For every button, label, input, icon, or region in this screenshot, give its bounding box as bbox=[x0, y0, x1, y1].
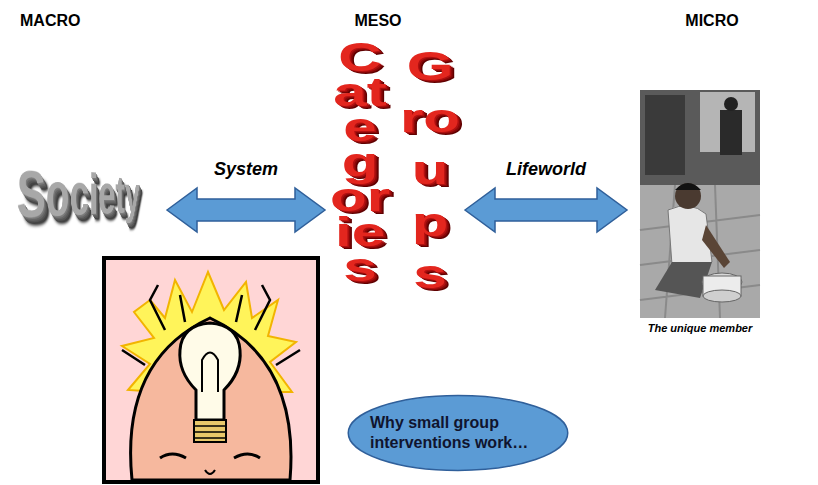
level-heading: MICRO bbox=[685, 12, 738, 30]
arrow-label: System bbox=[214, 159, 278, 180]
double-block-arrow bbox=[465, 188, 627, 232]
ellipse-shape bbox=[346, 394, 570, 472]
callout-ellipse: Why small group interventions work… bbox=[346, 394, 570, 472]
ellipse-text: Why small group interventions work… bbox=[370, 413, 546, 453]
lightbulb-head-clipart bbox=[104, 258, 318, 482]
arrow-label: Lifeworld bbox=[506, 159, 586, 180]
double-block-arrow bbox=[167, 188, 325, 232]
level-heading: MESO bbox=[354, 12, 401, 30]
photo bbox=[640, 90, 760, 318]
photo-caption: The unique member bbox=[632, 322, 768, 334]
vertical-3d-word: Categories bbox=[330, 40, 390, 285]
society-3d-text: Society bbox=[16, 156, 139, 232]
level-heading: MACRO bbox=[20, 12, 80, 30]
meso-categories-column: Categories bbox=[330, 40, 390, 285]
macro-society-text: Society bbox=[12, 172, 162, 217]
meso-groups-column: Groups bbox=[400, 40, 460, 300]
vertical-3d-word: Groups bbox=[400, 40, 460, 300]
micro-photo-box: The unique member bbox=[632, 86, 768, 334]
photo-frame-space bbox=[632, 86, 768, 322]
